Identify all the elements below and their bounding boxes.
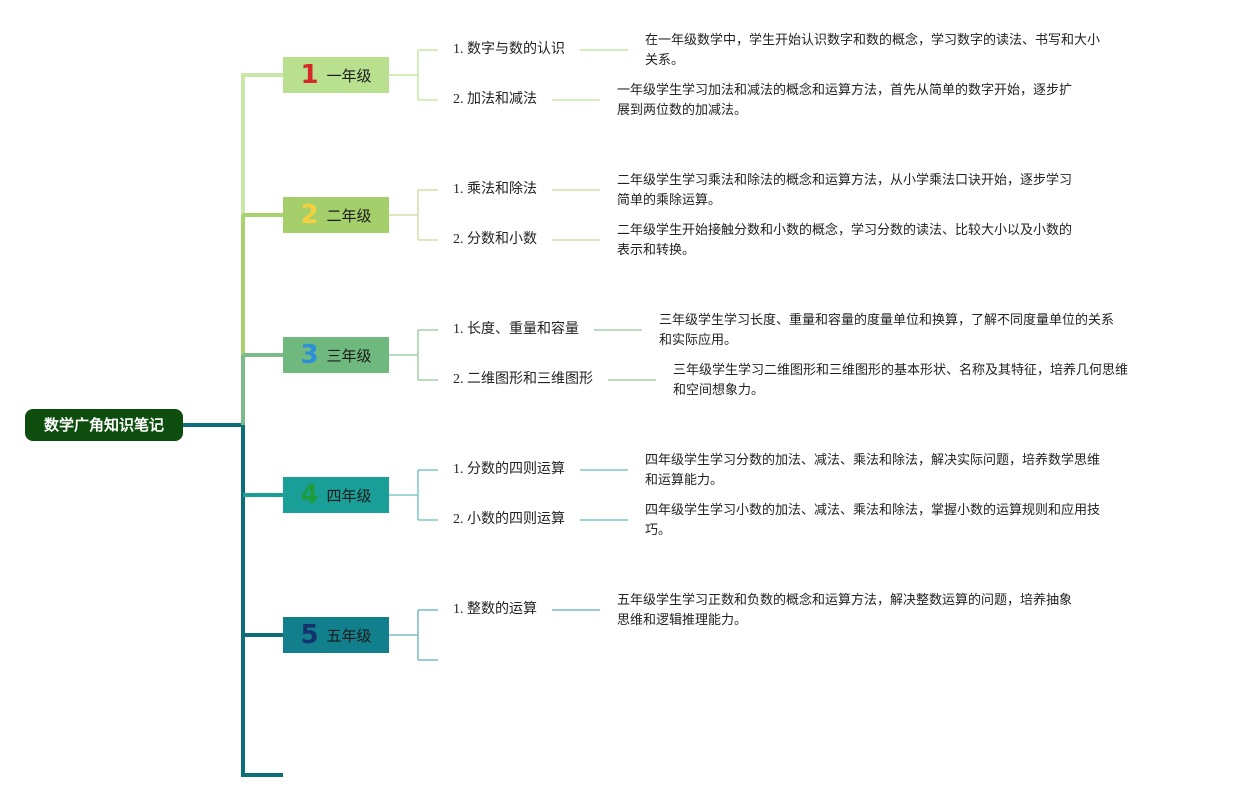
description-line: 关系。 <box>645 53 685 68</box>
grade-number: 1 <box>300 60 319 90</box>
grade-number: 5 <box>300 620 319 650</box>
topic-description: 三年级学生学习二维图形和三维图形的基本形状、名称及其特征，培养几何思维 和空间想… <box>673 361 1128 401</box>
grade-number: 4 <box>300 480 319 510</box>
description-line: 思维和逻辑推理能力。 <box>617 613 748 628</box>
description-line: 和实际应用。 <box>659 333 738 348</box>
grade-label: 五年级 <box>326 626 372 645</box>
topic-description: 五年级学生学习正数和负数的概念和运算方法，解决整数运算的问题，培养抽象 思维和逻… <box>617 591 1072 631</box>
grade-node-3[interactable]: 3 三年级 <box>283 337 389 373</box>
description-line: 巧。 <box>645 523 672 538</box>
description-line: 四年级学生学习分数的加法、减法、乘法和除法，解决实际问题，培养数学思维 <box>645 453 1101 468</box>
topic-description: 一年级学生学习加法和减法的概念和运算方法，首先从简单的数字开始，逐步扩 展到两位… <box>617 81 1072 121</box>
topic-label[interactable]: 1. 整数的运算 <box>453 602 537 617</box>
topic-description: 二年级学生学习乘法和除法的概念和运算方法，从小学乘法口诀开始，逐步学习 简单的乘… <box>617 171 1072 211</box>
topic-label[interactable]: 1. 乘法和除法 <box>453 182 537 197</box>
description-line: 二年级学生开始接触分数和小数的概念，学习分数的读法、比较大小以及小数的 <box>617 223 1073 238</box>
grade-number: 3 <box>300 340 319 370</box>
topic-description: 四年级学生学习分数的加法、减法、乘法和除法，解决实际问题，培养数学思维 和运算能… <box>645 451 1100 491</box>
grade-node-2[interactable]: 2 二年级 <box>283 197 389 233</box>
description-line: 展到两位数的加减法。 <box>617 103 748 118</box>
description-line: 在一年级数学中，学生开始认识数字和数的概念，学习数字的读法、书写和大小 <box>645 33 1101 48</box>
description-line: 表示和转换。 <box>617 243 696 258</box>
description-line: 五年级学生学习正数和负数的概念和运算方法，解决整数运算的问题，培养抽象 <box>617 593 1073 608</box>
description-line: 和运算能力。 <box>645 473 724 488</box>
description-line: 四年级学生学习小数的加法、减法、乘法和除法，掌握小数的运算规则和应用技 <box>645 503 1101 518</box>
description-line: 简单的乘除运算。 <box>617 193 722 208</box>
root-node[interactable]: 数学广角知识笔记 <box>25 409 183 441</box>
grade-node-1[interactable]: 1 一年级 <box>283 57 389 93</box>
grade-label: 二年级 <box>326 206 372 225</box>
description-line: 三年级学生学习长度、重量和容量的度量单位和换算，了解不同度量单位的关系 <box>659 313 1115 328</box>
grade-label: 一年级 <box>326 66 372 85</box>
grade-node-5[interactable]: 5 五年级 <box>283 617 389 653</box>
description-line: 一年级学生学习加法和减法的概念和运算方法，首先从简单的数字开始，逐步扩 <box>617 83 1073 98</box>
grade-label: 四年级 <box>326 486 372 505</box>
grade-node-4[interactable]: 4 四年级 <box>283 477 389 513</box>
topic-description: 三年级学生学习长度、重量和容量的度量单位和换算，了解不同度量单位的关系 和实际应… <box>659 311 1114 351</box>
topic-label[interactable]: 1. 分数的四则运算 <box>453 462 565 477</box>
description-line: 和空间想象力。 <box>673 383 765 398</box>
topic-label[interactable]: 2. 加法和减法 <box>453 92 537 107</box>
topic-label[interactable]: 2. 二维图形和三维图形 <box>453 372 593 387</box>
grade-label: 三年级 <box>326 346 372 365</box>
topic-label[interactable]: 1. 长度、重量和容量 <box>453 322 579 337</box>
grade-number: 2 <box>300 200 319 230</box>
description-line: 三年级学生学习二维图形和三维图形的基本形状、名称及其特征，培养几何思维 <box>673 363 1129 378</box>
topic-description: 在一年级数学中，学生开始认识数字和数的概念，学习数字的读法、书写和大小 关系。 <box>645 31 1100 71</box>
topic-description: 二年级学生开始接触分数和小数的概念，学习分数的读法、比较大小以及小数的 表示和转… <box>617 221 1072 261</box>
topic-label[interactable]: 1. 数字与数的认识 <box>453 42 565 57</box>
topic-description: 四年级学生学习小数的加法、减法、乘法和除法，掌握小数的运算规则和应用技 巧。 <box>645 501 1100 541</box>
topic-label[interactable]: 2. 分数和小数 <box>453 232 537 247</box>
topic-label[interactable]: 2. 小数的四则运算 <box>453 512 565 527</box>
description-line: 二年级学生学习乘法和除法的概念和运算方法，从小学乘法口诀开始，逐步学习 <box>617 173 1073 188</box>
